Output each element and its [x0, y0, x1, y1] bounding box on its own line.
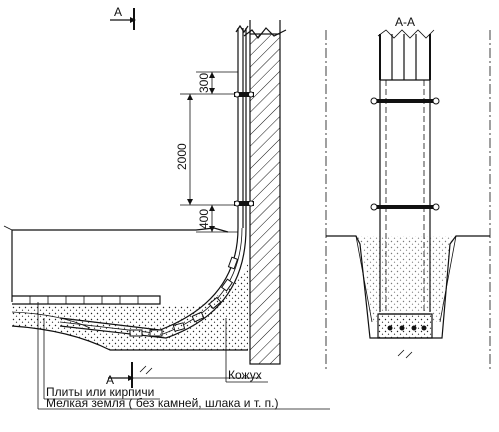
fine-soil-fill — [12, 264, 248, 350]
soil-label: Мелкая земля ( без камней, шлака и т. п.… — [46, 396, 279, 410]
clamp-top — [234, 91, 254, 98]
dim-top-clip: 300 — [197, 73, 211, 93]
section-mark-bottom: А — [106, 362, 260, 388]
section-trench — [326, 235, 490, 359]
section-view-a-a: А-А — [325, 15, 491, 372]
side-elevation: А — [3, 5, 330, 410]
section-mark-bottom-letter: А — [106, 373, 114, 387]
section-mark-top-letter: А — [114, 5, 122, 19]
building-wall — [249, 33, 281, 365]
vertical-cable-pipe — [235, 24, 249, 228]
section-clamps — [370, 97, 440, 211]
casing-label: Кожух — [228, 368, 262, 382]
section-pipe-bundle — [377, 29, 435, 80]
ground-surface — [3, 225, 229, 302]
section-title: А-А — [395, 15, 415, 29]
section-mark-top: А — [110, 5, 136, 30]
casing-callout: Кожух — [225, 318, 268, 383]
label-leaders — [37, 302, 330, 410]
dimension-chain: 300 2000 400 — [175, 71, 238, 233]
slabs-label: Плиты или кирпичи — [46, 385, 154, 399]
dim-bottom-clip: 400 — [197, 209, 211, 229]
dim-span: 2000 — [175, 143, 189, 170]
slabs-row — [12, 295, 161, 305]
clamp-bottom — [234, 200, 254, 207]
